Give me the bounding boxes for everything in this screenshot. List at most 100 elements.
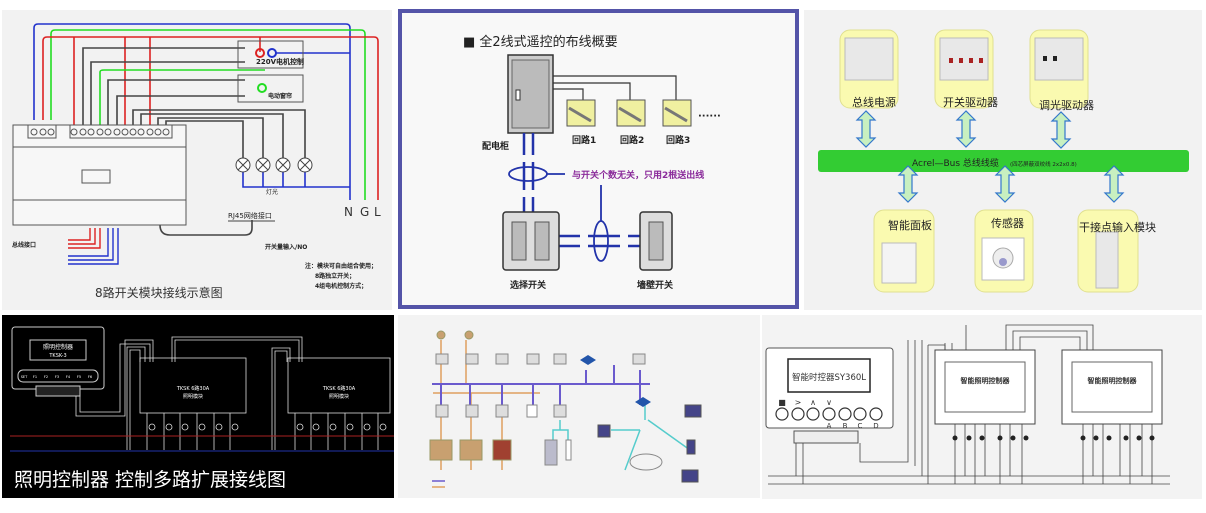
controller-button[interactable] — [822, 407, 836, 421]
panel-acrel-bus[interactable]: Acrel—Bus 总线线缆 (四芯屏蔽双绞线 2x2x0.8) 总线电源 开关… — [804, 10, 1202, 310]
module-title: TKSK 6路30A — [176, 385, 210, 392]
panel-smart-home-network[interactable] — [398, 315, 760, 498]
controller-button[interactable] — [853, 407, 867, 421]
button-letter: A — [827, 422, 832, 430]
motor-control-label: 220V电机控制 — [256, 57, 304, 66]
bidirectional-arrow-icon — [855, 110, 877, 148]
device-label: 调光驱动器 — [1039, 98, 1094, 112]
curtain-box — [237, 74, 304, 103]
two-wire-cable — [522, 133, 535, 212]
switch-module — [12, 124, 187, 226]
more-circuits: ······ — [698, 111, 721, 122]
module-subtitle: 照明模块 — [183, 393, 203, 400]
panel-background — [398, 315, 760, 498]
button-letter: C — [858, 422, 863, 430]
note-line: 8路独立开关； — [315, 272, 355, 280]
acrel-bus-cable — [818, 150, 1189, 172]
bus-interface-label: 总线接口 — [12, 241, 36, 249]
panel-switch-module-wiring[interactable]: 220V电机控制 电动窗帘 灯光 RJ45网络接口 总线接口 开关量输入/NO … — [2, 10, 392, 310]
controller-button[interactable]: F2 — [44, 375, 48, 379]
lamp-icon — [952, 435, 958, 441]
panel-background — [2, 315, 394, 498]
bidirectional-arrow-icon — [955, 110, 977, 148]
ground-label: G — [360, 205, 369, 219]
lamps-label: 灯光 — [266, 188, 278, 196]
controller-button[interactable] — [869, 407, 883, 421]
lighting-module — [287, 357, 391, 414]
button-symbol: ∨ — [826, 398, 832, 407]
curtain-label: 电动窗帘 — [268, 92, 292, 100]
controller-button[interactable]: F4 — [66, 375, 71, 379]
switch-input-label: 开关量输入/NO — [265, 243, 307, 251]
controller-button[interactable]: F5 — [77, 375, 81, 379]
controller-display — [787, 358, 871, 393]
circuit-label: 回路1 — [572, 134, 596, 146]
cabinet-label: 配电柜 — [482, 140, 509, 152]
circuit-label: 回路2 — [620, 134, 644, 146]
panel-controller-expansion[interactable]: 照明控制器 TKSK-3 SET F1 F2 F3 F4 F5 F6 TKSK … — [2, 315, 394, 498]
wall-switch-label: 墙壁开关 — [637, 279, 673, 291]
controller-button[interactable]: F6 — [88, 375, 92, 379]
controller-button[interactable] — [806, 407, 820, 421]
device-label: 总线电源 — [852, 95, 896, 109]
panel-title: ■ 全2线式遥控的布线概要 — [463, 34, 618, 50]
display-text: 智能时控器SY360L — [792, 372, 866, 383]
button-symbol: ∧ — [810, 398, 816, 407]
button-symbol: ■ — [778, 398, 786, 407]
button-letter: B — [843, 422, 848, 430]
selection-switch-label: 选择开关 — [510, 279, 546, 291]
device-label: 开关驱动器 — [943, 95, 998, 109]
device-label: 智能面板 — [888, 218, 932, 232]
panel-two-wire-remote[interactable]: ■ 全2线式遥控的布线概要 回路1 回路2 回路3 ······ 配电柜 与开关… — [398, 9, 799, 309]
panel-caption: 照明控制器 控制多路扩展接线图 — [14, 469, 286, 491]
panel-time-controller[interactable]: 智能时控器SY360L ■ > ∧ ∨ A B C D — [762, 315, 1202, 499]
controller-button[interactable]: SET — [21, 375, 28, 379]
panel-title: 8路开关模块接线示意图 — [95, 285, 223, 300]
wire-note: 与开关个数无关，只用2根送出线 — [572, 169, 704, 181]
controller-button[interactable] — [791, 407, 805, 421]
bidirectional-arrow-icon — [897, 165, 919, 203]
bidirectional-arrow-icon — [1050, 111, 1072, 149]
circuits — [566, 99, 692, 127]
controller-button[interactable] — [838, 407, 852, 421]
bus-spec: (四芯屏蔽双绞线 2x2x0.8) — [1010, 160, 1077, 168]
live-label: L — [374, 205, 381, 219]
device-label: 传感器 — [991, 217, 1024, 230]
smart-lighting-controller — [1061, 349, 1163, 425]
controller-button[interactable]: F1 — [33, 375, 37, 379]
controller-title: 照明控制器 — [43, 343, 73, 351]
lighting-module — [139, 357, 247, 414]
neutral-label: N — [344, 205, 353, 219]
bidirectional-arrow-icon — [994, 165, 1016, 203]
module-display — [81, 169, 111, 184]
neutral-wire — [33, 23, 351, 200]
note-line: 4组电机控制方式； — [315, 282, 367, 290]
rj45-label: RJ45网络接口 — [228, 211, 272, 220]
controller-button[interactable] — [775, 407, 789, 421]
panel-frame — [398, 9, 799, 309]
controller-label: 智能照明控制器 — [1088, 376, 1138, 385]
note-line: 注：模块可自由组合使用； — [305, 262, 377, 270]
circuit-lamp — [566, 99, 596, 127]
circuit-lamp — [662, 99, 692, 127]
bus-lines — [432, 365, 650, 405]
lamp-icon — [1080, 435, 1086, 441]
controller-model: TKSK-3 — [48, 353, 66, 359]
circuit-label: 回路3 — [666, 134, 690, 146]
controller-label: 智能照明控制器 — [961, 376, 1011, 385]
bus-label: Acrel—Bus 总线线缆 — [912, 157, 999, 169]
controller-button[interactable]: F3 — [55, 375, 59, 379]
button-symbol: > — [795, 398, 802, 407]
selection-switch — [502, 211, 560, 271]
bus-arrows — [855, 110, 1125, 203]
circuit-lamp — [616, 99, 646, 127]
smart-lighting-controller — [934, 349, 1036, 425]
button-letter: D — [873, 422, 878, 430]
ground-wire — [50, 29, 366, 200]
module-title: TKSK 6路30A — [322, 385, 356, 392]
module-subtitle: 照明模块 — [329, 393, 349, 400]
lamp-icons — [952, 435, 1155, 441]
bidirectional-arrow-icon — [1103, 165, 1125, 203]
motor-control-box — [237, 40, 304, 69]
